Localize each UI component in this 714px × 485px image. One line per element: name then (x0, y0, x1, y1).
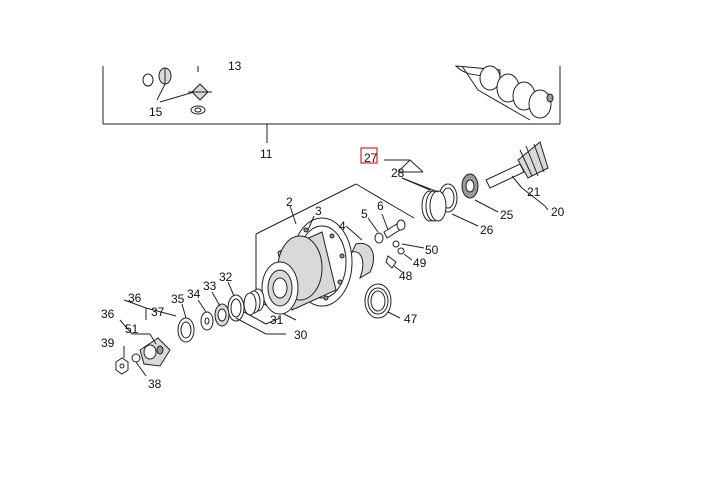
label-38: 38 (148, 377, 162, 391)
hub-housing (255, 183, 415, 321)
label-34: 34 (187, 287, 201, 301)
bolt-and-washer (367, 213, 406, 244)
label-51: 51 (125, 322, 139, 336)
label-32: 32 (219, 270, 233, 284)
brake-shoe (345, 225, 374, 280)
label-28: 28 (391, 166, 405, 180)
label-6: 6 (377, 199, 384, 213)
label-25: 25 (500, 208, 514, 222)
label-26: 26 (480, 223, 494, 237)
label-48: 48 (399, 269, 413, 283)
label-27: 27 (364, 151, 378, 165)
label-49: 49 (413, 256, 427, 270)
label-39: 39 (101, 336, 115, 350)
label-37: 37 (151, 305, 165, 319)
label-31: 31 (270, 313, 284, 327)
adjuster-small-parts (385, 240, 425, 273)
label-30: 30 (294, 328, 308, 342)
label-4: 4 (339, 219, 346, 233)
label-20: 20 (551, 205, 565, 219)
label-2: 2 (286, 195, 293, 209)
front-bearing-stack (177, 281, 286, 343)
label-21: 21 (527, 185, 541, 199)
clutch-plate-stack (454, 65, 554, 121)
label-50: 50 (425, 243, 439, 257)
label-47: 47 (404, 312, 418, 326)
label-11: 11 (260, 147, 273, 161)
label-36-upper: 36 (128, 291, 142, 305)
label-5: 5 (361, 207, 368, 221)
label-35: 35 (171, 292, 185, 306)
label-13: 13 (228, 59, 242, 73)
label-33: 33 (203, 279, 217, 293)
needle-bearing (364, 283, 401, 319)
pinion-shaft-group (384, 141, 549, 227)
top-assembly-frame (102, 66, 561, 143)
highlight-box-27 (360, 147, 378, 164)
yoke-assembly (115, 299, 177, 377)
label-3: 3 (315, 204, 322, 218)
differential-pinion-parts (142, 66, 212, 115)
callout-labels: 13 15 11 27 28 21 20 25 26 2 3 4 5 6 50 … (101, 59, 565, 391)
label-15: 15 (149, 105, 163, 119)
label-36-lower: 36 (101, 307, 115, 321)
